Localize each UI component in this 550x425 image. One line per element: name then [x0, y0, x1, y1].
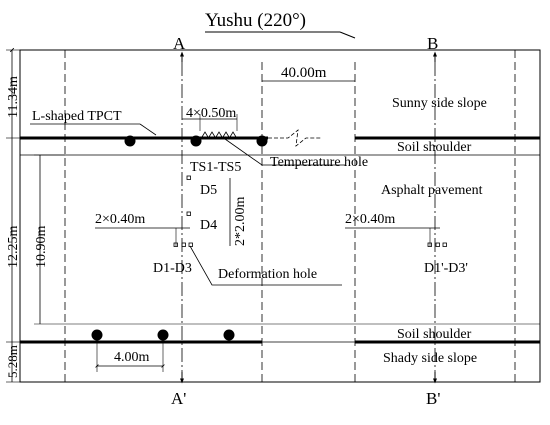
tpct-dot [91, 329, 103, 341]
dim-deform-spacing-right: 2×0.40m [345, 212, 395, 227]
deform-hole-d4 [186, 211, 191, 216]
title-leader [339, 31, 356, 39]
deform-holes-left [173, 242, 193, 247]
section-label-a: A [173, 34, 186, 53]
dim-tpct-spacing: 4.00m [114, 350, 150, 365]
label-d1-d3: D1-D3 [153, 261, 192, 276]
break-symbol-top [268, 129, 322, 147]
dim-temp-hole-spacing: 4×0.50m [186, 106, 236, 121]
leader-l-shaped-tpct-tail [139, 123, 157, 136]
dim-middle-band: 12.25m [6, 226, 21, 269]
dim-inner-span: 10.90m [34, 226, 49, 269]
tpct-dot [124, 135, 136, 147]
label-soil-shoulder-top: Soil shoulder [397, 140, 472, 155]
tpct-dot [223, 329, 235, 341]
deform-holes-right [427, 242, 447, 247]
label-d1p-d3p: D1'-D3' [424, 261, 468, 276]
label-d5: D5 [200, 183, 217, 198]
section-label-a-prime: A' [171, 389, 186, 408]
outer-frame [19, 49, 541, 383]
leader-deformation-hole [189, 245, 342, 286]
section-label-b: B [427, 34, 438, 53]
label-soil-shoulder-bottom: Soil shoulder [397, 327, 472, 342]
dim-deform-spacing-left: 2×0.40m [95, 212, 145, 227]
dim-bottom-band: 5.28m [5, 345, 20, 378]
temperature-hole-markers [201, 131, 237, 138]
label-deformation-hole: Deformation hole [218, 267, 317, 282]
leader-temperature-hole [224, 138, 345, 166]
dim-top-band: 11.34m [6, 76, 21, 118]
title-text: Yushu (220°) [205, 10, 306, 31]
tpct-dot [190, 135, 202, 147]
label-l-shaped-tpct: L-shaped TPCT [32, 109, 122, 124]
label-shady-slope: Shady side slope [383, 351, 477, 366]
tpct-dot [256, 135, 268, 147]
section-label-b-prime: B' [426, 389, 440, 408]
label-ts1-ts5: TS1-TS5 [190, 160, 241, 175]
label-asphalt-pavement: Asphalt pavement [381, 183, 483, 198]
deform-hole-d5 [186, 175, 191, 180]
dim-road-length: 40.00m [281, 65, 327, 81]
label-d4: D4 [200, 218, 217, 233]
label-temperature-hole: Temperature hole [270, 155, 368, 170]
label-sunny-slope: Sunny side slope [392, 96, 487, 111]
dim-vertical-spacing: 2*2.00m [233, 197, 248, 247]
tpct-dot [157, 329, 169, 341]
